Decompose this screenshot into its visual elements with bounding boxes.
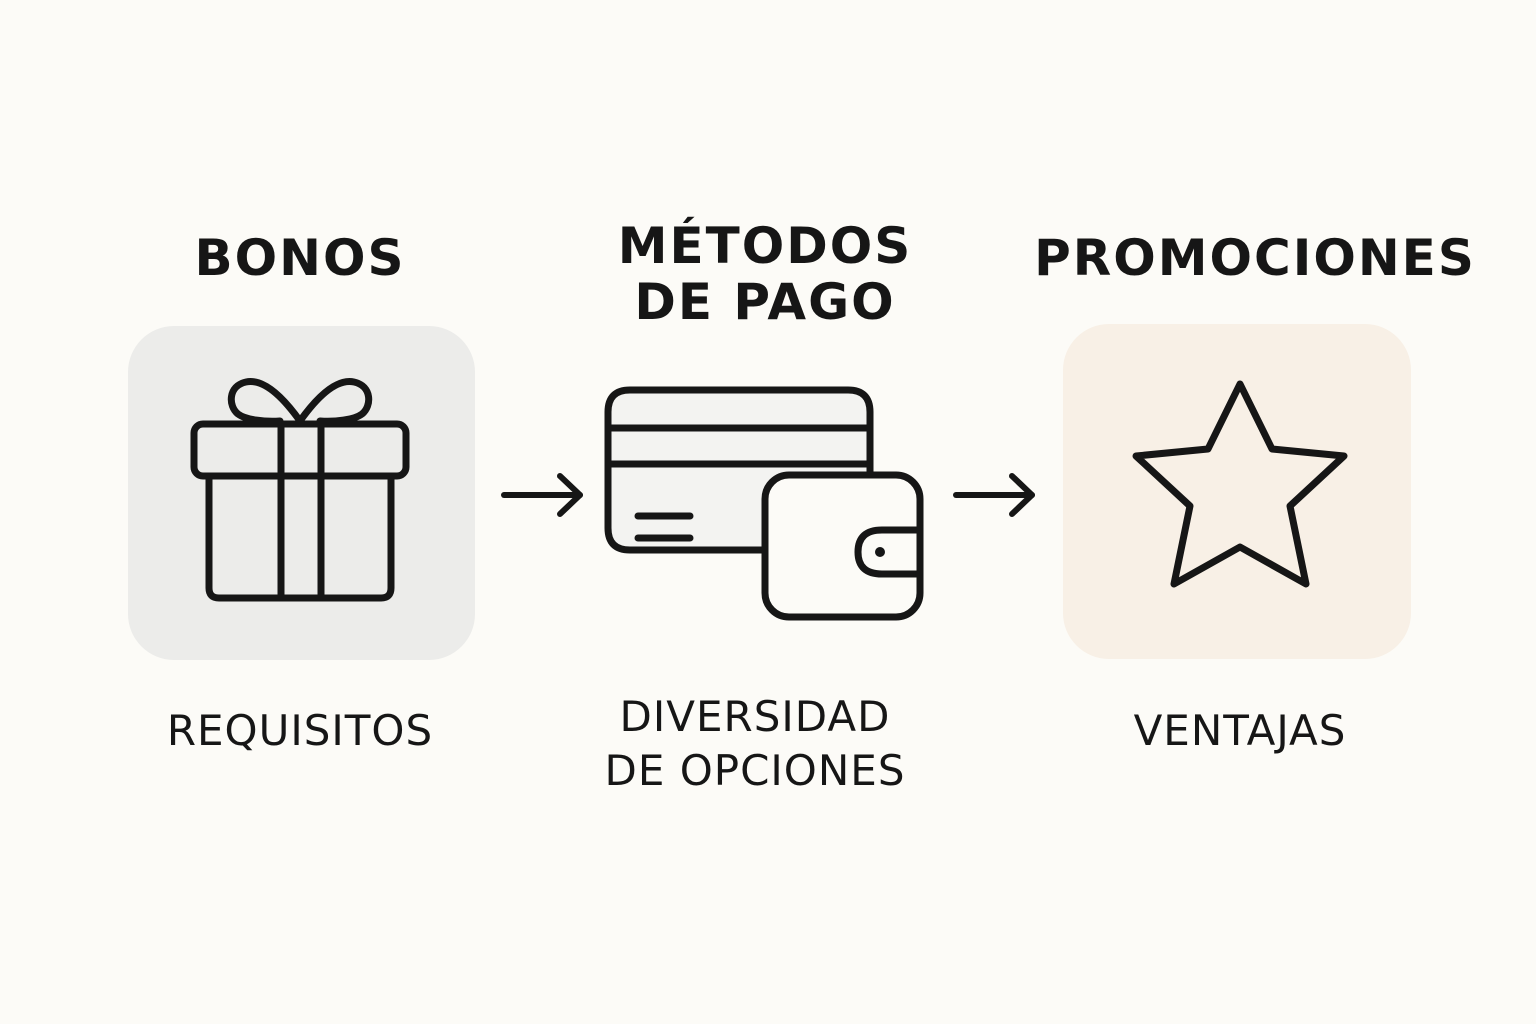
credit-card-wallet-icon	[604, 386, 924, 621]
arrow-right-icon	[953, 473, 1035, 517]
star-icon	[1132, 380, 1348, 588]
tile-promociones	[1063, 324, 1411, 659]
step-subtitle-metodos-de-pago: DIVERSIDAD DE OPCIONES	[604, 692, 906, 795]
arrow-right-icon	[501, 473, 583, 517]
tile-bonos	[128, 326, 475, 660]
step-subtitle-promociones: VENTAJAS	[1133, 706, 1347, 755]
step-title-metodos-de-pago: MÉTODOS DE PAGO	[617, 217, 913, 331]
gift-icon	[190, 378, 410, 602]
step-title-bonos: BONOS	[194, 229, 406, 287]
step-title-promociones: PROMOCIONES	[1034, 229, 1476, 287]
step-subtitle-bonos: REQUISITOS	[166, 706, 434, 755]
